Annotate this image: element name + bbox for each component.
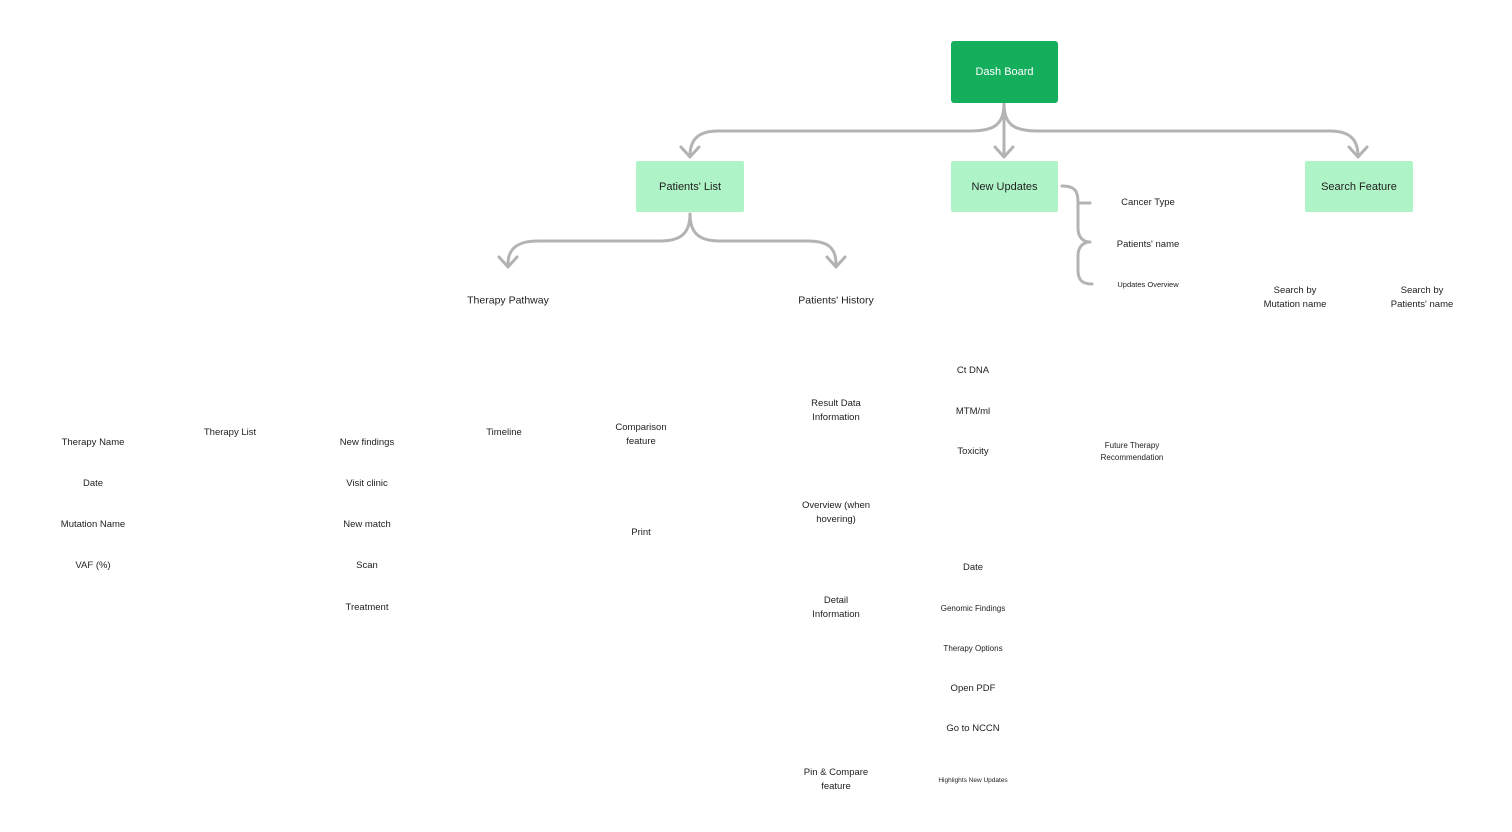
search-by-mutation-label: Search by Mutation name (1263, 285, 1327, 310)
connector-root-to-patients-list (688, 102, 1006, 158)
arrowhead-patients-history (825, 255, 847, 269)
search-by-patient-label: Search by Patients' name (1390, 285, 1454, 310)
bracket-new-updates (1060, 184, 1094, 286)
pin-compare-label: Pin & Compare feature (803, 767, 869, 792)
future-therapy-label: Future Therapy Recommendation (1100, 441, 1164, 462)
date-label-detail: Date (962, 562, 984, 573)
go-to-nccn-label: Go to NCCN (946, 723, 1000, 734)
new-updates-label: New Updates (971, 180, 1038, 193)
therapy-options-label: Therapy Options (943, 644, 1003, 653)
arrowhead-therapy-pathway (497, 255, 519, 269)
updates-overview-label: Updates Overview (1117, 280, 1179, 289)
arrowhead-new-updates (993, 145, 1015, 159)
scan-label: Scan (356, 560, 378, 571)
mutation-name-label: Mutation Name (60, 519, 126, 530)
cancer-type-label: Cancer Type (1121, 197, 1175, 208)
connector-patients-list-to-patients-history (688, 212, 838, 266)
print-label: Print (631, 527, 651, 538)
mtm-ml-label: MTM/ml (955, 406, 991, 417)
open-pdf-label: Open PDF (950, 683, 996, 694)
comparison-feature-label: Comparison feature (615, 422, 667, 447)
ct-dna-label: Ct DNA (956, 365, 990, 376)
search-feature-node[interactable]: Search Feature (1305, 161, 1413, 212)
search-feature-label: Search Feature (1321, 180, 1397, 193)
arrowhead-patients-list (679, 145, 701, 159)
therapy-pathway-label: Therapy Pathway (467, 294, 549, 307)
patients-history-label: Patients' History (798, 294, 874, 307)
highlights-new-updates-label: Highlights New Updates (938, 777, 1008, 784)
connector-patients-list-to-therapy-pathway (506, 212, 692, 266)
vaf-label: VAF (%) (75, 560, 111, 571)
overview-hover-label: Overview (when hovering) (801, 500, 871, 525)
date-label-left: Date (82, 478, 104, 489)
patients-name-label: Patients' name (1116, 239, 1180, 250)
visit-clinic-label: Visit clinic (346, 478, 388, 489)
new-updates-node[interactable]: New Updates (951, 161, 1058, 212)
treatment-label: Treatment (345, 602, 389, 613)
arrowhead-search-feature (1347, 145, 1369, 159)
result-data-label: Result Data Information (811, 398, 861, 423)
new-findings-label: New findings (339, 437, 395, 448)
connector-root-to-search-feature (1002, 102, 1360, 158)
toxicity-label: Toxicity (957, 446, 989, 457)
genomic-findings-label: Genomic Findings (940, 604, 1006, 613)
timeline-label: Timeline (486, 427, 522, 438)
dashboard-node[interactable]: Dash Board (951, 41, 1058, 103)
new-match-label: New match (343, 519, 391, 530)
dashboard-label: Dash Board (975, 66, 1034, 78)
therapy-list-label: Therapy List (203, 427, 257, 438)
detail-info-label: Detail Information (812, 595, 860, 620)
patients-list-label: Patients' List (658, 180, 722, 193)
patients-list-node[interactable]: Patients' List (636, 161, 744, 212)
therapy-name-label: Therapy Name (61, 437, 125, 448)
